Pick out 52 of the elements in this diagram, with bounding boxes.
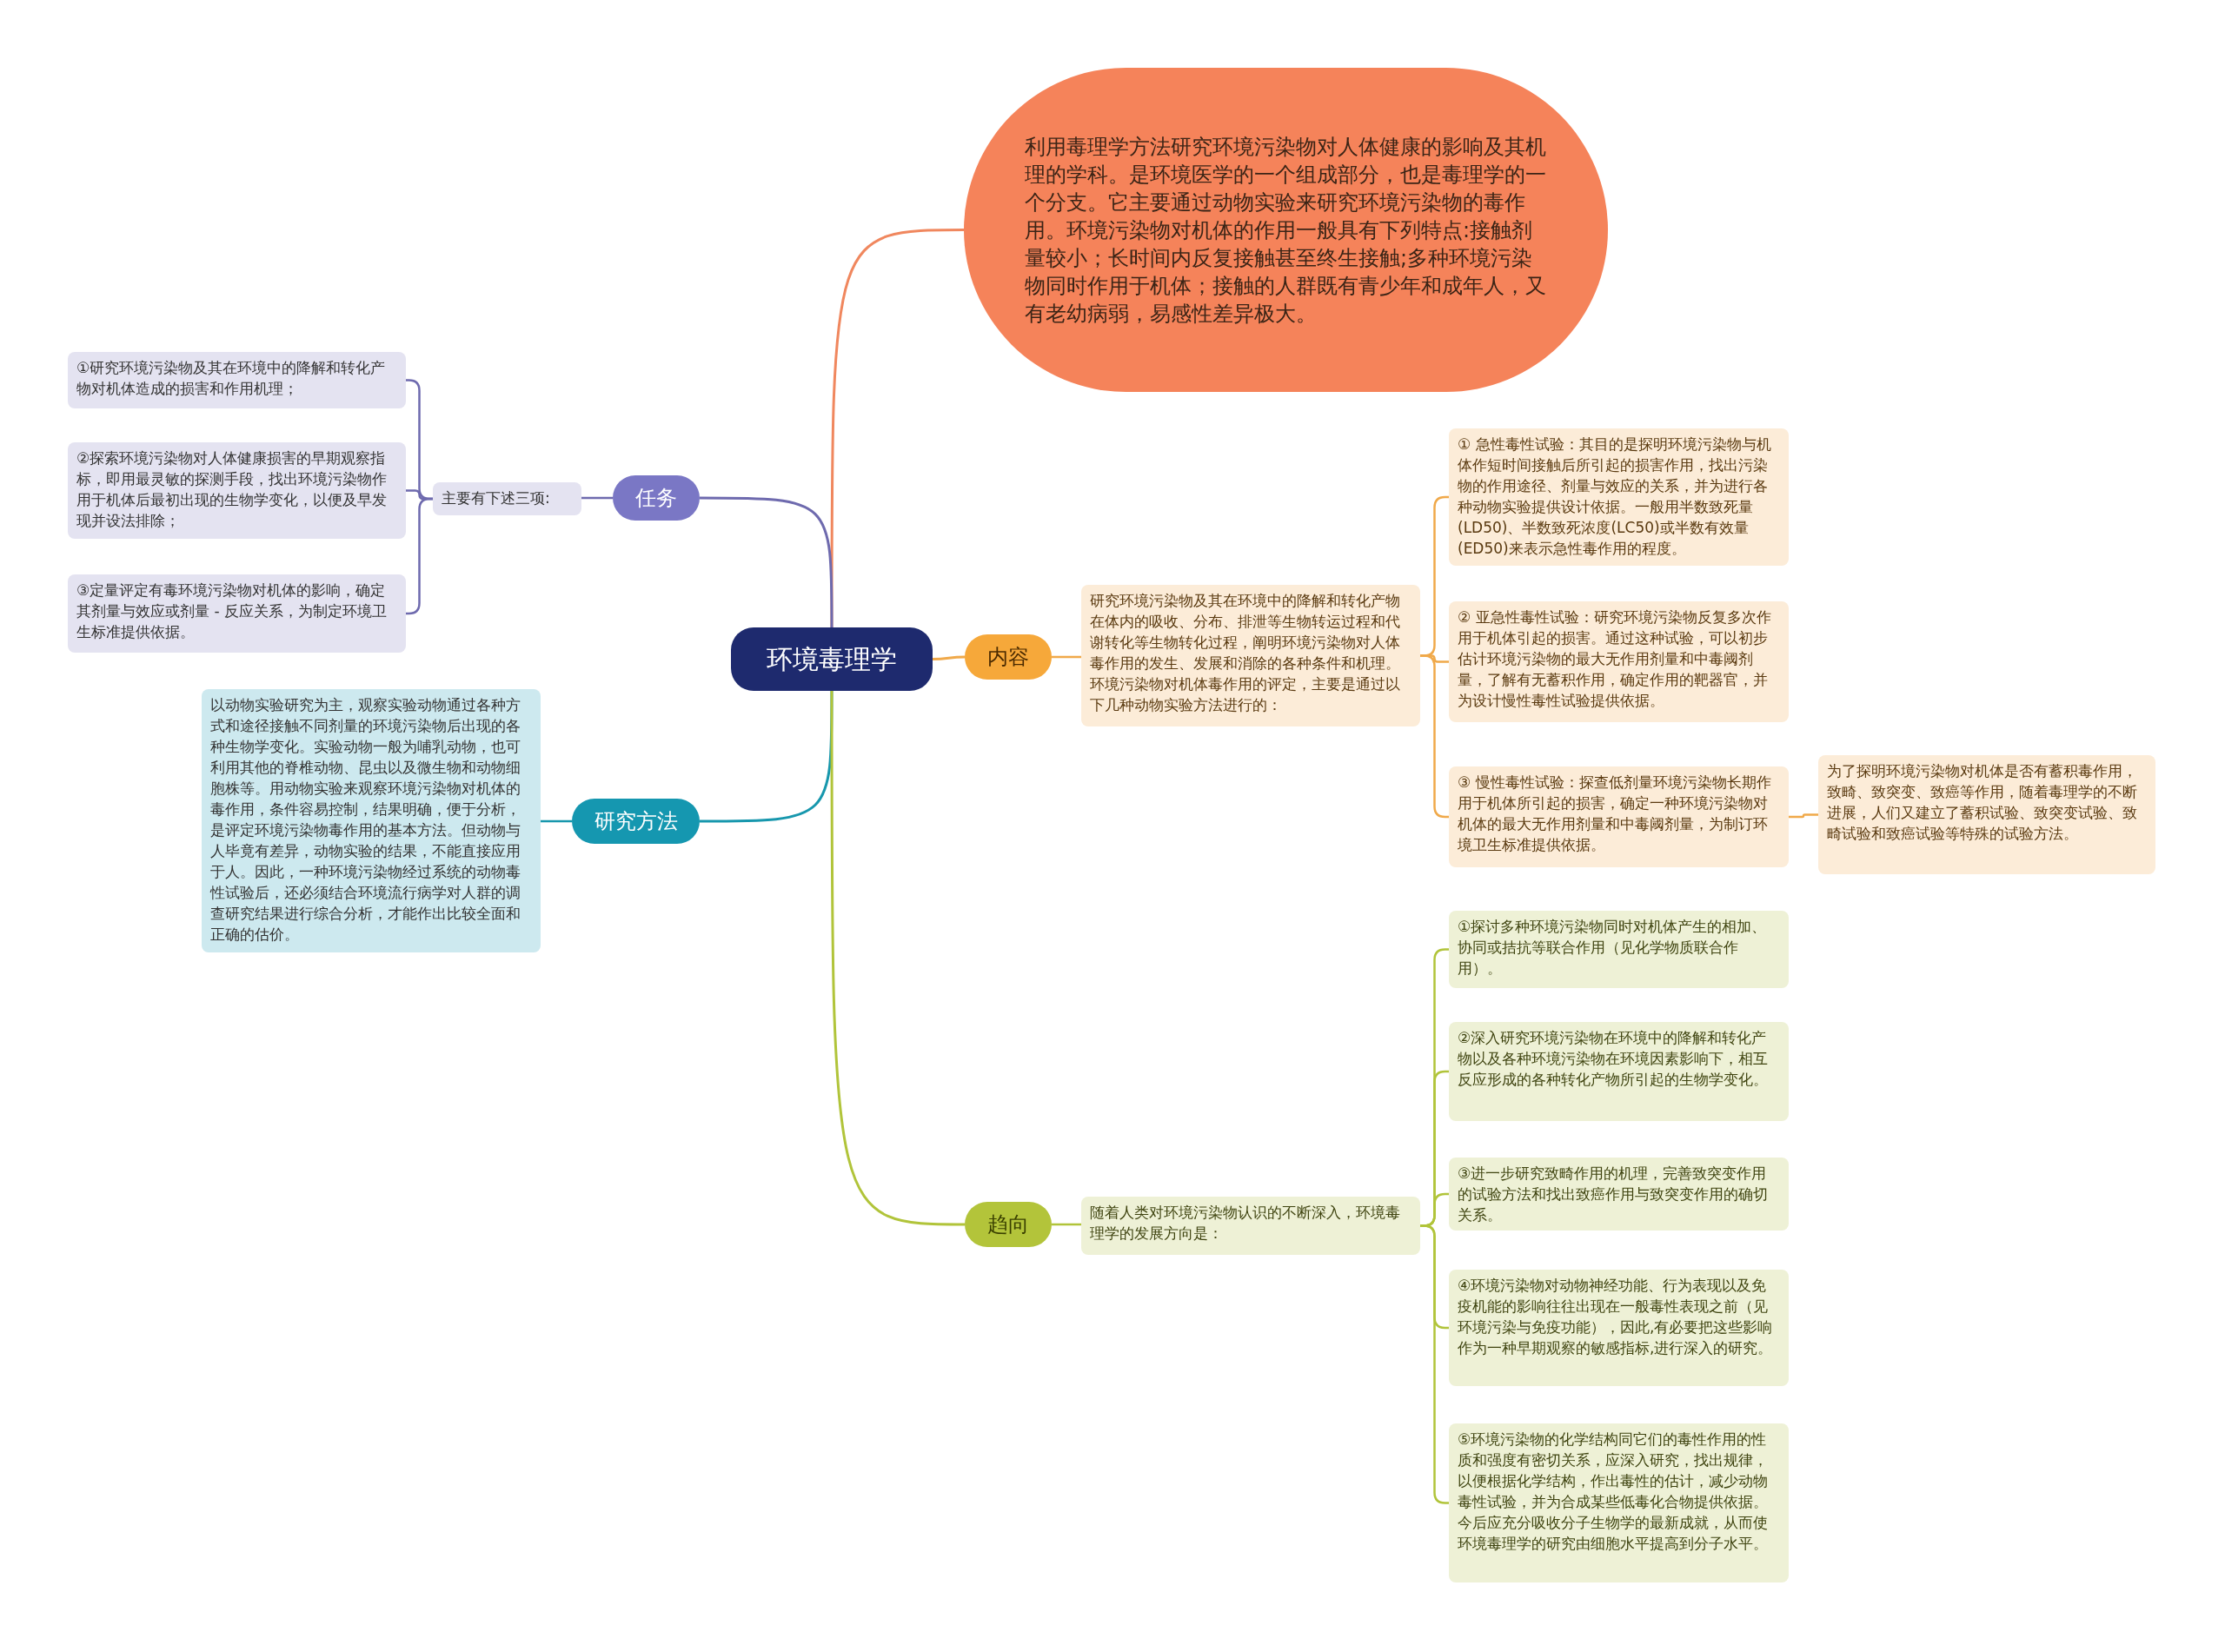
branch-topic (965, 634, 1052, 680)
node-text: 任务 (634, 485, 678, 512)
connector (700, 496, 834, 627)
central-topic (731, 627, 933, 691)
node-text: ③定量评定有毒环境污染物对机体的影响，确定其剂量与效应或剂量 - 反应关系，为制定环境卫生标准提供依据。 (76, 581, 388, 642)
node-text: ⑤环境污染物的化学结构同它们的毒性作用的性质和强度有密切关系，应深入研究，找出规律，以便根据化学结构，作出毒性的估计，减少动物毒性试验，并为合成某些低毒化合物提供依据。今后应充分吸收分子生物学的最新成就，从而使环境毒理学的研究由细胞水平提高到分子水平。 (1458, 1430, 1769, 1554)
connector (700, 691, 834, 823)
connector (933, 655, 965, 660)
node-text: 研究方法 (593, 808, 679, 835)
node-text: 研究环境污染物及其在环境中的降解和转化产物在体内的吸收、分布、排泄等生物转运过程和代谢转化等生物转化过程，阐明环境污染物对人体毒作用的发生、发展和消除的各种条件和机理。环境污染物对机体毒作用的评定，主要是通过以下几种动物实验方法进行的： (1090, 591, 1401, 715)
connector (830, 691, 965, 1226)
node-text: ① 急性毒性试验：其目的是探明环境污染物与机体作短时间接触后所引起的损害作用，找出污染物的作用途径、剂量与效应的关系，并为进行各种动物实验提供设计依据。一般用半数致死量 (LD50)、半数致死浓度(LC50)或半数有效量(ED50)来表示急性毒作用的程度。 (1458, 435, 1772, 559)
text-card (1449, 428, 1789, 566)
text-card (1818, 755, 2155, 874)
text-card (68, 574, 406, 653)
connector (541, 819, 572, 823)
text-card (1449, 1270, 1789, 1386)
node-text: ③ 慢性毒性试验：探查低剂量环境污染物长期作用于机体所引起的损害，确定一种环境污染物对机体的最大无作用剂量和中毒阈剂量，为制订环境卫生标准提供依据。 (1458, 773, 1772, 855)
connector (1052, 1223, 1081, 1226)
text-card (1449, 601, 1789, 722)
node-text: ②深入研究环境污染物在环境中的降解和转化产物以及各种环境污染物在环境因素影响下，相互反应形成的各种转化产物所引起的生物学变化。 (1458, 1028, 1769, 1090)
node-text: 主要有下述三项: (442, 488, 551, 508)
connector (830, 229, 964, 627)
branch-topic (613, 475, 700, 521)
node-text: 以动物实验研究为主，观察实验动物通过各种方式和途径接触不同剂量的环境污染物后出现的各种生物学变化。实验动物一般为哺乳动物，也可利用其他的脊椎动物、昆虫以及微生物和动物细胞株等。用动物实验来观察环境污染物对机体的毒作用，条件容易控制，结果明确，便于分析，是评定环境污染物毒作用的基本方法。但动物与人毕竟有差异，动物实验的结果，不能直接应用于人。因此，一种环境污染物经过系统的动物毒性试验后，还必须结合环境流行病学对人群的调查研究结果进行综合分析，才能作出比较全面和正确的估价。 (210, 695, 521, 945)
node-text: 利用毒理学方法研究环境污染物对人体健康的影响及其机理的学科。是环境医学的一个组成部分，也是毒理学的一个分支。它主要通过动物实验来研究环境污染物的毒作用。环境污染物对机体的作用一般具有下列特点:接触剂量较小；长时间内反复接触甚至终生接触;多种环境污染物同时作用于机体；接触的人群既有青少年和成年人，又有老幼病弱，易感性差异极大。 (1025, 133, 1547, 328)
text-card (1449, 911, 1789, 988)
text-card (1081, 585, 1420, 726)
node-text: ①研究环境污染物及其在环境中的降解和转化产物对机体造成的损害和作用机理； (76, 358, 387, 399)
node-text: 为了探明环境污染物对机体是否有蓄积毒作用，致畸、致突变、致癌等作用，随着毒理学的不断进展，人们又建立了蓄积试验、致突变试验、致畸试验和致癌试验等特殊的试验方法。 (1827, 761, 2138, 844)
node-text: ④环境污染物对动物神经功能、行为表现以及免疫机能的影响往往出现在一般毒性表现之前（见环境污染与免疫功能），因此,有必要把这些影响作为一种早期观察的敏感指标,进行深入的研究。 (1458, 1276, 1774, 1358)
text-card (68, 442, 406, 539)
node-text: ③进一步研究致畸作用的机理，完善致突变作用的试验方法和找出致癌作用与致突变作用的确切关系。 (1458, 1164, 1769, 1225)
node-text: ② 亚急性毒性试验：研究环境污染物反复多次作用于机体引起的损害。通过这种试验，可以初步估计环境污染物的最大无作用剂量和中毒阈剂量，了解有无蓄积作用，确定作用的靶器官，并为设计慢性毒性试验提供依据。 (1458, 607, 1772, 711)
connector (1052, 655, 1081, 659)
text-card (433, 482, 581, 515)
node-text: ①探讨多种环境污染物同时对机体产生的相加、协同或拮抗等联合作用（见化学物质联合作用）。 (1458, 917, 1768, 979)
node-text: 内容 (986, 644, 1030, 671)
branch-topic (965, 1202, 1052, 1247)
text-card (68, 352, 406, 408)
text-card (1081, 1197, 1420, 1255)
connector (581, 496, 613, 500)
node-text: 环境毒理学 (766, 643, 898, 676)
node-text: 随着人类对环境污染物认识的不断深入，环境毒理学的发展方向是： (1090, 1203, 1401, 1244)
node-text: ②探索环境污染物对人体健康损害的早期观察指标，即用最灵敏的探测手段，找出环境污染物作用于机体后最初出现的生物学变化，以便及早发现并设法排除； (76, 448, 388, 531)
text-card (1449, 1423, 1789, 1582)
branch-topic (572, 799, 700, 844)
connector (1789, 813, 1818, 819)
text-card (1449, 1022, 1789, 1121)
text-card (1449, 1158, 1789, 1231)
text-card (1449, 766, 1789, 867)
node-text: 趋向 (986, 1211, 1030, 1238)
